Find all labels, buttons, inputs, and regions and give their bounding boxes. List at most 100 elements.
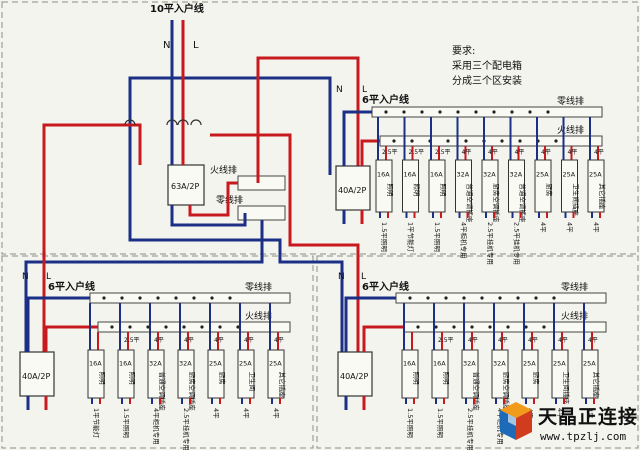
box-top-neutral-bar-dot [420,110,424,114]
box-left-neutral-bar-label: 零线排 [245,281,272,293]
box-top-circuit-wire-size: 4平 [541,149,551,156]
box-top-circuit-use: 4平 [539,222,547,233]
box-left-circuit-name: 其它插座 [278,372,287,399]
box-right-circuit-rating: 16A [433,359,446,367]
box-left-circuit-breaker [147,349,165,399]
box-right-circuit-name: 普通空调插座 [472,372,481,412]
box-left-circuit-wire-size: 4平 [244,337,254,344]
box-top-circuit-name: 卫生间插座 [572,183,581,216]
box-left-circuit-name: 厨房 [218,372,227,385]
box-right-neutral-bar-dot [462,296,466,300]
zone-frame-bottom-left [1,255,314,449]
svg-text:4平柜机专用: 4平柜机专用 [460,222,469,259]
box-left-circuit-wire-size: 2.5平 [124,337,140,344]
main-neutral-to-bar [170,205,247,227]
box-top-circuit-breaker [455,159,472,213]
crossover-arc [124,119,136,126]
svg-text:1.5平照明: 1.5平照明 [122,408,130,438]
box-right-neutral-bar-label: 零线排 [561,281,588,293]
box-left-neutral-bar-dot [138,296,142,300]
box-top-circuit-wire-size: 2.5平 [435,149,451,156]
box-right-circuit-rating: 25A [553,359,566,367]
svg-text:2.5平挂机专用: 2.5平挂机专用 [182,408,191,450]
box-top-circuit-breaker [587,159,605,213]
box-top-circuit-use: 4平柜机专用 [460,222,469,259]
box-right-circuit-use: 4平 [586,408,594,419]
feed-live-top-box [256,56,360,183]
box-top-circuit-rating: 25A [563,171,576,179]
box-right-neutral-bar-dot [498,296,502,300]
box-right-circuit-name: 厨房空调插座 [502,372,511,412]
svg-text:普通空调插座: 普通空调插座 [519,183,528,223]
box-top-circuit-wire-size: 4平 [488,149,498,156]
box-top-live-bar-dot [554,139,558,143]
box-left-circuit-breaker [237,349,255,399]
box-top-live-feed [360,139,380,166]
box-top-circuit-wire-size: 2.5平 [382,149,398,156]
box-top-live-bar-dot [410,139,414,143]
box-left-live-bar-dot [200,325,204,329]
svg-text:其它插座: 其它插座 [592,372,601,399]
box-left-neutral-bar-dot [228,296,232,300]
zone-frame-bottom-right [316,255,639,449]
svg-text:卫生间插座: 卫生间插座 [562,372,571,405]
main-breaker-label: 63A/2P [171,182,199,191]
box-right-circuit-breaker [461,349,479,399]
svg-text:1平节能灯: 1平节能灯 [407,222,416,253]
box-right-circuit-rating: 32A [493,359,506,367]
box-top-neutral-bar-dot [456,110,460,114]
box-top-neutral-bar-dot [384,110,388,114]
note-line: 分成三个区安装 [452,76,522,87]
box-top-circuit-breaker [402,159,419,213]
svg-text:1.5平照明: 1.5平照明 [433,222,441,252]
box-left-live-bar-dot [128,325,132,329]
svg-text:照明: 照明 [413,183,421,197]
svg-text:照明: 照明 [439,183,447,197]
box-left-circuit-rating: 25A [239,359,252,367]
watermark-logo: 天晶正连接 www.tpzlj.com [498,400,638,448]
box-top-circuit-use: 1.5平照明 [433,222,441,252]
box-left-circuit-use: 4平 [212,408,220,419]
box-left-circuit-use: 1平节能灯 [92,408,101,439]
svg-text:卫生间插座: 卫生间插座 [572,183,581,216]
svg-text:2.5平挂机专用: 2.5平挂机专用 [486,222,495,265]
box-left-live-bar-dot [236,325,240,329]
box-left-live-bar-dot [218,325,222,329]
svg-text:厨房空调插座: 厨房空调插座 [188,372,197,412]
feed-live-right-box [238,133,360,355]
box-left-circuit-use: 4平 [242,408,250,419]
svg-text:1.5平照明: 1.5平照明 [406,408,414,438]
box-top-neutral-bar-dot [528,110,532,114]
box-left-main-breaker-label: 40A/2P [22,372,50,381]
box-left-circuit-name: 照明 [98,372,106,386]
svg-text:厨房空调插座: 厨房空调插座 [502,372,511,412]
box-right-circuit-wire-size: 4平 [558,337,568,344]
box-right-circuit-name: 卫生间插座 [562,372,571,405]
svg-text:4平: 4平 [212,408,220,419]
box-left-circuit-name: 普通空调插座 [158,372,167,412]
box-left-circuit-breaker [267,349,285,399]
feed-neutral-top-box [128,76,332,175]
box-left-circuit-wire-size: 4平 [184,337,194,344]
box-top-main-breaker-label: 40A/2P [338,186,366,195]
box-top-neutral-bar-dot [546,110,550,114]
box-right-live-bar-dot [416,325,420,329]
box-top-circuit-use: 2.5平挂机专用 [486,222,495,265]
box-top-circuit-breaker [561,159,578,213]
box-left-live-bar-dot [164,325,168,329]
svg-text:照明: 照明 [386,183,394,197]
box-right-circuit-breaker [491,349,509,399]
box-top-circuit-rating: 32A [510,171,523,179]
box-left-circuit-name: 卫生间 [248,372,257,392]
box-left-live-feed [44,325,98,352]
svg-text:普通空调插座: 普通空调插座 [158,372,167,412]
svg-text:厨房: 厨房 [532,372,541,385]
box-right-circuit-breaker [581,349,599,399]
box-top-circuit-use: 1.5平照明 [380,222,388,252]
svg-text:其它插座: 其它插座 [598,183,607,210]
box-left-circuit-wire-size: 4平 [274,337,284,344]
box-left-live-bar-dot [146,325,150,329]
box-left-live-bar [97,321,291,333]
box-top-circuit-rating: 16A [404,171,417,179]
